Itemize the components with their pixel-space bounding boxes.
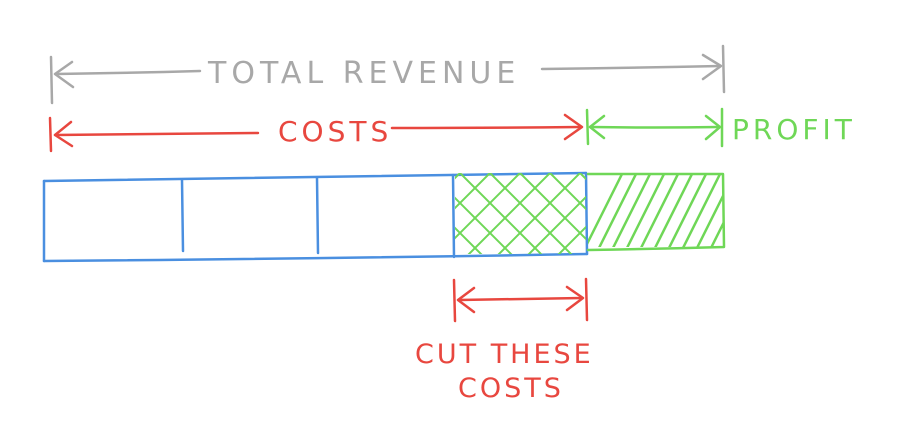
profit-dimension — [585, 107, 724, 148]
profit-arrowhead-right — [704, 114, 722, 141]
total-revenue-dimension — [49, 44, 726, 105]
cost-segment-divider-1 — [180, 178, 185, 253]
costs-arrowhead-right — [563, 113, 584, 141]
cut-costs-crosshatch — [455, 173, 586, 254]
total-revenue-left-tick — [49, 55, 54, 105]
total-revenue-right-tick — [721, 44, 726, 94]
cut-costs-right-tick — [584, 277, 589, 322]
total-revenue-line-right — [540, 64, 722, 71]
cost-bar-top-edge — [42, 171, 588, 183]
cut-costs-arrowhead-right — [565, 285, 585, 312]
costs-dimension — [48, 113, 584, 153]
costs-arrowhead-left — [53, 120, 74, 148]
cost-bar-right-edge — [584, 171, 589, 256]
cut-costs-line — [457, 296, 584, 302]
total-revenue-label: TOTAL REVENUE — [207, 56, 520, 91]
total-revenue-line-left — [54, 69, 202, 76]
cost-segment-divider-3 — [451, 173, 456, 259]
cost-bar-bottom-edge — [42, 252, 589, 263]
cost-bar — [42, 171, 589, 263]
total-revenue-arrowhead-right — [701, 53, 723, 81]
cost-segment-divider-2 — [315, 176, 320, 255]
costs-line-right — [390, 125, 582, 130]
cut-costs-arrowhead-left — [456, 286, 476, 314]
costs-left-tick — [48, 116, 53, 153]
costs-label: COSTS — [278, 115, 392, 148]
profit-segment-outline — [586, 172, 726, 252]
profit-segment — [586, 172, 726, 252]
cut-costs-label: COSTS — [458, 373, 564, 404]
cut-costs-dimension — [452, 277, 589, 323]
total-revenue-arrowhead-left — [53, 60, 75, 89]
profit-label: PROFIT — [732, 113, 856, 146]
profit-line — [588, 125, 721, 129]
profit-arrowhead-left — [588, 114, 606, 140]
costs-line-left — [53, 131, 260, 137]
cut-costs-left-tick — [452, 278, 457, 323]
profit-left-tick — [585, 108, 590, 146]
cut-these-label: CUT THESE — [415, 339, 594, 370]
